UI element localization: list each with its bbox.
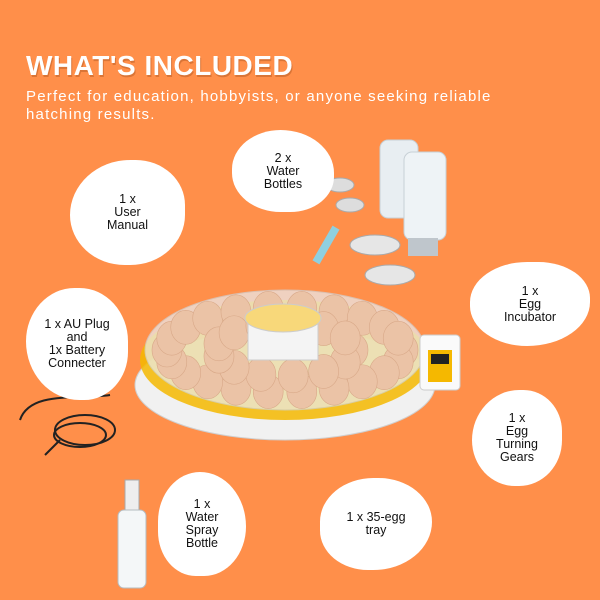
item-label: Bottle: [186, 536, 218, 550]
egg-incubator-image: [134, 289, 461, 441]
item-label: Manual: [107, 218, 148, 232]
power-cable-image: [19, 394, 116, 456]
item-label: tray: [365, 523, 387, 537]
spray-bottle-image: [117, 479, 147, 589]
egg: [218, 315, 250, 351]
egg: [277, 358, 309, 394]
egg: [308, 354, 339, 389]
egg: [245, 357, 277, 392]
item-label: Spray: [185, 523, 219, 537]
item-label: 2 x: [274, 150, 292, 165]
item-label: Gears: [499, 450, 535, 464]
page-title: WHAT'S INCLUDED: [26, 50, 294, 81]
item-label: 1 x: [119, 192, 136, 206]
item-label: Turning: [496, 437, 538, 451]
item-label: Bottles: [263, 176, 303, 191]
item-label: Water: [185, 510, 219, 524]
water-bottles-image: [312, 139, 447, 286]
item-label: 1 x 35-egg: [346, 510, 406, 524]
item-label: 1 x AU Plug: [44, 317, 110, 331]
page-subtitle: Perfect for education, hobbyists, or any…: [26, 88, 492, 123]
item-label: 1 x: [508, 411, 526, 425]
item-label: Egg: [518, 296, 542, 311]
item-label: Connecter: [48, 356, 106, 370]
item-label: 1 x: [193, 497, 211, 511]
egg: [382, 320, 414, 356]
item-label: User: [114, 205, 141, 219]
item-label: Incubator: [503, 309, 557, 324]
item-label: 1x Battery: [48, 343, 106, 357]
item-label: Egg: [505, 424, 529, 438]
item-label: 1 x: [521, 283, 539, 298]
egg: [329, 320, 361, 356]
item-label: Water: [266, 163, 300, 178]
item-label: and: [66, 330, 88, 344]
